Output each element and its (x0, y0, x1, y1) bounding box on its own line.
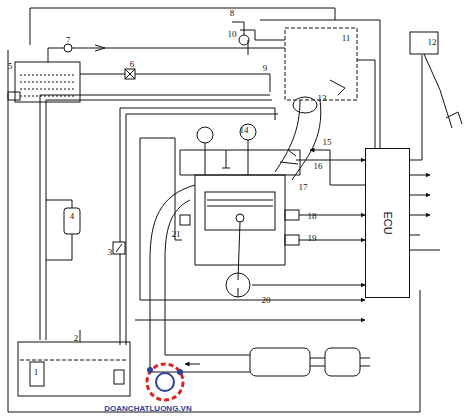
exhaust-pipe (165, 200, 250, 355)
exhaust-pipe (310, 358, 325, 366)
flow-arrow (95, 45, 105, 51)
callout-number: 18 (308, 212, 317, 221)
air-duct (240, 30, 285, 55)
piston-pin (236, 214, 244, 222)
callout-number: 8 (230, 9, 235, 18)
wire (410, 195, 430, 196)
wire (30, 8, 335, 20)
canister-port (8, 92, 20, 100)
gauge-needle (116, 244, 122, 252)
wire (410, 175, 430, 176)
fuel-filter (64, 208, 80, 234)
callout-number: 7 (66, 36, 71, 45)
wire (410, 55, 422, 160)
purge-line (80, 74, 270, 92)
ecu-box: ECU (365, 148, 410, 298)
cylinder-head (180, 150, 300, 175)
wire (410, 215, 430, 216)
wire (238, 285, 365, 297)
wire (8, 50, 420, 412)
injector (280, 150, 298, 164)
coolant-sensor (285, 235, 299, 245)
watermark-logo (147, 364, 183, 400)
watermark: DOANCHATLUONG.VN (104, 405, 191, 413)
fuel-line (46, 234, 72, 260)
valve-7 (64, 44, 72, 52)
tailpipe (360, 358, 370, 366)
accelerator-pedal (424, 54, 462, 128)
line-art (8, 8, 462, 412)
exhaust-pipe (150, 185, 250, 372)
wire (260, 20, 380, 148)
airflow-meter (285, 28, 357, 100)
pressure-regulator (113, 242, 125, 254)
callout-number: 10 (228, 30, 237, 39)
canister-hatch (20, 75, 75, 96)
return-line (126, 114, 278, 345)
callout-number: 13 (318, 94, 327, 103)
callout-number: 3 (108, 248, 113, 257)
cylinder (195, 175, 285, 265)
sensor-10 (239, 35, 249, 45)
callout-number: 11 (342, 34, 351, 43)
pedal-sensor (410, 32, 438, 54)
callout-number: 20 (262, 296, 271, 305)
fuel-tank (18, 342, 130, 396)
wire (30, 8, 31, 45)
wire (357, 60, 375, 150)
canister (15, 62, 80, 102)
vapor-line (48, 48, 285, 62)
wire (140, 138, 182, 300)
valve-6 (125, 69, 135, 79)
valve-cross (125, 69, 135, 79)
callout-number: 12 (428, 38, 437, 47)
wire (410, 250, 440, 251)
wire (80, 330, 81, 342)
callout-number: 4 (70, 212, 75, 221)
callout-number: 17 (299, 183, 308, 192)
callout-number: 9 (263, 64, 268, 73)
fuel-line (40, 95, 270, 340)
return-line (120, 108, 275, 345)
callout-number: 15 (323, 138, 332, 147)
callout-number: 1 (34, 368, 39, 377)
level-sender (114, 370, 124, 384)
node-label: ECU (381, 211, 393, 234)
oxygen-sensor (180, 215, 190, 225)
valve-stem (205, 140, 248, 175)
wire (410, 235, 420, 236)
callout-number: 16 (314, 162, 323, 171)
wire (310, 150, 365, 185)
fuel-line (46, 200, 72, 208)
callout-number: 2 (74, 334, 79, 343)
callout-number: 6 (130, 60, 135, 69)
knock-sensor (285, 210, 299, 220)
spark-plug (222, 150, 230, 168)
callout-number: 19 (308, 234, 317, 243)
fuel-pump (30, 362, 44, 386)
callout-number: 21 (172, 230, 181, 239)
wire (140, 300, 365, 301)
throttle-body (293, 97, 317, 113)
callout-number: 14 (240, 126, 249, 135)
muffler (325, 348, 360, 376)
callout-number: 5 (8, 62, 13, 71)
camshaft (240, 124, 256, 140)
catalytic-converter (250, 348, 310, 376)
wire (135, 320, 365, 321)
throttle-arrow (330, 80, 345, 95)
fuel-line (46, 100, 272, 340)
camshaft (197, 127, 213, 143)
connecting-rod (238, 222, 240, 280)
flow-arrow (185, 364, 200, 365)
fuel-level (20, 360, 128, 361)
piston-ring (207, 200, 273, 206)
